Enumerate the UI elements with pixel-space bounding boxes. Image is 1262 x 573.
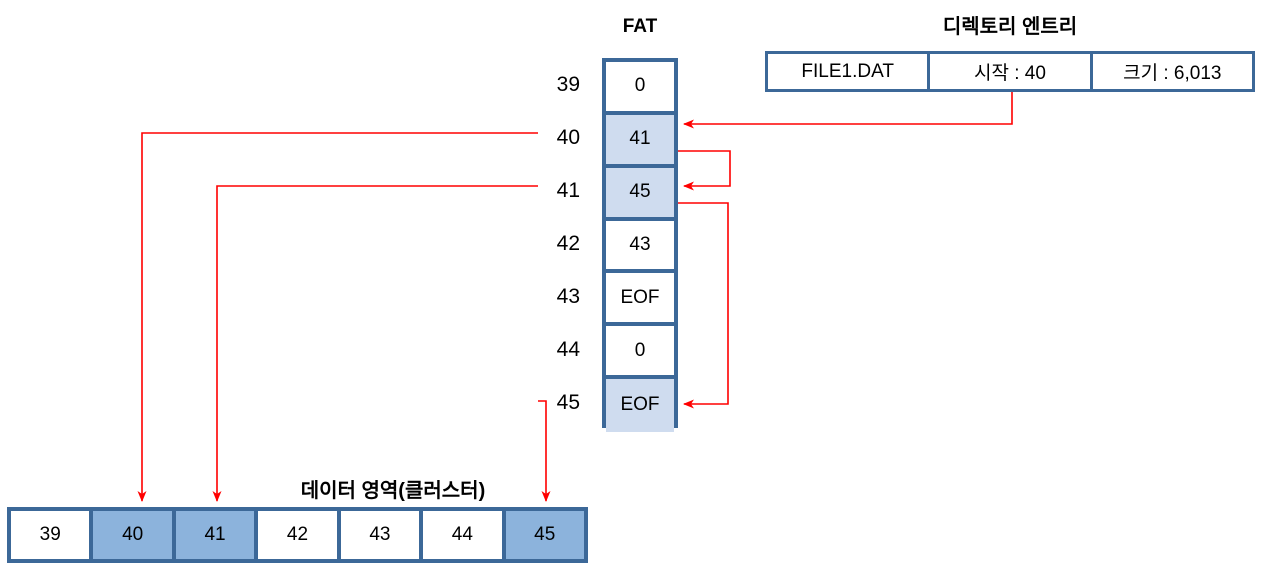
directory-entry-filename[interactable]: FILE1.DAT [768, 54, 931, 89]
directory-entry-size-label: 크기 : 6,013 [1123, 63, 1222, 84]
fat-row-42[interactable]: 43 [606, 220, 674, 274]
arrow-fat-index40-to-cluster40 [137, 132, 538, 502]
cluster-cell-43[interactable]: 43 [340, 511, 424, 559]
fat-index-40: 40 [556, 126, 580, 149]
fat-row-43[interactable]: EOF [606, 273, 674, 327]
cluster-label-41: 41 [204, 524, 226, 545]
fat-index-43: 43 [556, 285, 580, 308]
directory-entry-table: FILE1.DAT 시작 : 40 크기 : 6,013 [765, 51, 1255, 92]
cluster-label-45: 45 [534, 524, 556, 545]
fat-index-45: 45 [556, 391, 580, 414]
fat-index-39: 39 [556, 73, 580, 96]
fat-value-45: EOF [620, 394, 660, 416]
cluster-label-40: 40 [122, 524, 144, 545]
directory-entry-filename-label: FILE1.DAT [801, 60, 894, 82]
cluster-label-39: 39 [39, 524, 61, 545]
cluster-cell-41[interactable]: 41 [175, 511, 259, 559]
cluster-cell-39[interactable]: 39 [11, 511, 94, 559]
arrow-direntry-to-fat40 [683, 92, 1013, 129]
fat-table: 0 41 45 43 EOF 0 EOF [602, 58, 678, 432]
directory-entry-start-cluster-label: 시작 : 40 [974, 63, 1046, 84]
cluster-cell-40[interactable]: 40 [93, 511, 176, 559]
fat-index-44: 44 [556, 338, 580, 361]
fat-row-44[interactable]: 0 [606, 326, 674, 380]
cluster-label-44: 44 [451, 524, 473, 545]
fat-row-40[interactable]: 41 [606, 114, 674, 168]
arrow-fat40-to-fat41 [678, 150, 731, 191]
cluster-cell-42[interactable]: 42 [258, 511, 341, 559]
arrow-fat-index41-to-cluster41 [212, 185, 538, 502]
cluster-label-43: 43 [369, 524, 391, 545]
directory-entry-size[interactable]: 크기 : 6,013 [1093, 54, 1252, 89]
arrow-fat41-to-fat45 [678, 202, 729, 409]
fat-value-43: EOF [620, 286, 660, 308]
fat-index-42: 42 [556, 232, 580, 255]
fat-row-45[interactable]: EOF [606, 379, 674, 432]
fat-title: FAT [622, 16, 658, 37]
directory-entry-title: 디렉토리 엔트리 [942, 16, 1078, 38]
directory-entry-start-cluster[interactable]: 시작 : 40 [930, 54, 1093, 89]
cluster-label-42: 42 [286, 524, 309, 545]
fat-row-39[interactable]: 0 [606, 62, 674, 115]
cluster-cell-44[interactable]: 44 [423, 511, 506, 559]
fat-value-44: 0 [634, 339, 646, 361]
fat-row-41[interactable]: 45 [606, 167, 674, 221]
fat-value-40: 41 [629, 128, 651, 150]
fat-value-42: 43 [629, 233, 651, 255]
fat-index-41: 41 [556, 179, 580, 202]
data-area-title: 데이터 영역(클러스터) [300, 480, 486, 502]
arrow-fat-index45-to-cluster45 [538, 400, 551, 502]
data-area-table: 39 40 41 42 43 44 45 [7, 507, 588, 563]
fat-value-41: 45 [629, 181, 651, 203]
fat-value-39: 0 [634, 75, 646, 97]
cluster-cell-45[interactable]: 45 [505, 511, 584, 559]
